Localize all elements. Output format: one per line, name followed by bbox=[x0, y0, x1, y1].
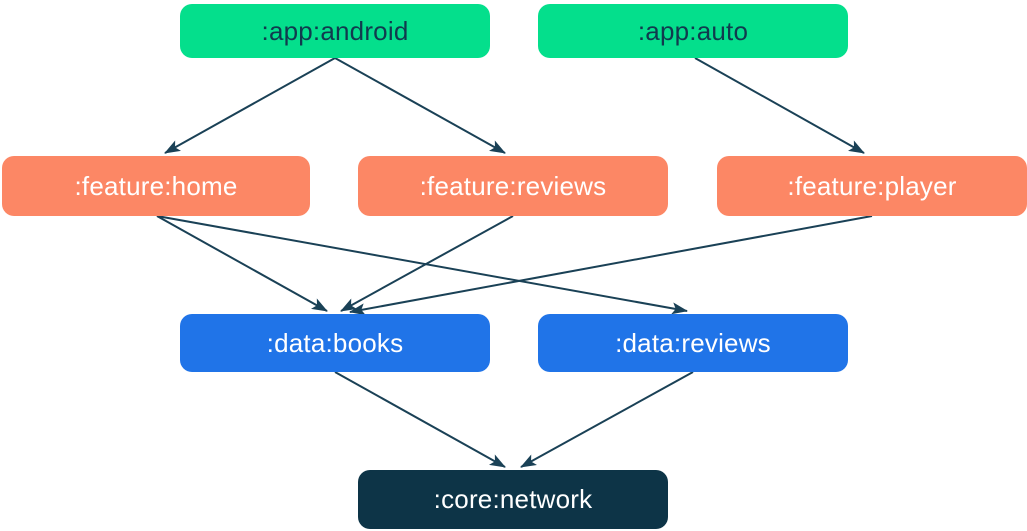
node-label: :app:auto bbox=[637, 15, 749, 46]
edge-feature_player-data_books bbox=[349, 215, 873, 316]
node-label: :data:books bbox=[266, 327, 404, 358]
edge-app_android-feature_reviews bbox=[334, 57, 506, 154]
node-feature-reviews: :feature:reviews bbox=[358, 156, 668, 216]
edge-feature_home-data_reviews bbox=[156, 215, 688, 315]
node-app-android: :app:android bbox=[180, 4, 490, 58]
node-feature-player: :feature:player bbox=[717, 156, 1027, 216]
edge-app_auto-feature_player bbox=[694, 57, 865, 154]
edge-data_reviews-core_network bbox=[520, 371, 694, 468]
node-label: :core:network bbox=[433, 484, 593, 514]
node-core-network: :core:network bbox=[358, 470, 668, 529]
node-label: :feature:reviews bbox=[419, 170, 607, 201]
node-app-auto: :app:auto bbox=[538, 4, 848, 58]
edge-data_books-core_network bbox=[334, 371, 506, 468]
edge-app_android-feature_home bbox=[164, 57, 336, 154]
edge-feature_home-data_books bbox=[156, 215, 328, 312]
node-label: :feature:player bbox=[787, 170, 957, 201]
node-data-reviews: :data:reviews bbox=[538, 314, 848, 372]
node-feature-home: :feature:home bbox=[2, 156, 310, 216]
edge-feature_reviews-data_books bbox=[340, 215, 514, 312]
node-label: :data:reviews bbox=[615, 327, 771, 358]
node-data-books: :data:books bbox=[180, 314, 490, 372]
node-label: :app:android bbox=[261, 15, 409, 46]
node-label: :feature:home bbox=[74, 170, 238, 201]
